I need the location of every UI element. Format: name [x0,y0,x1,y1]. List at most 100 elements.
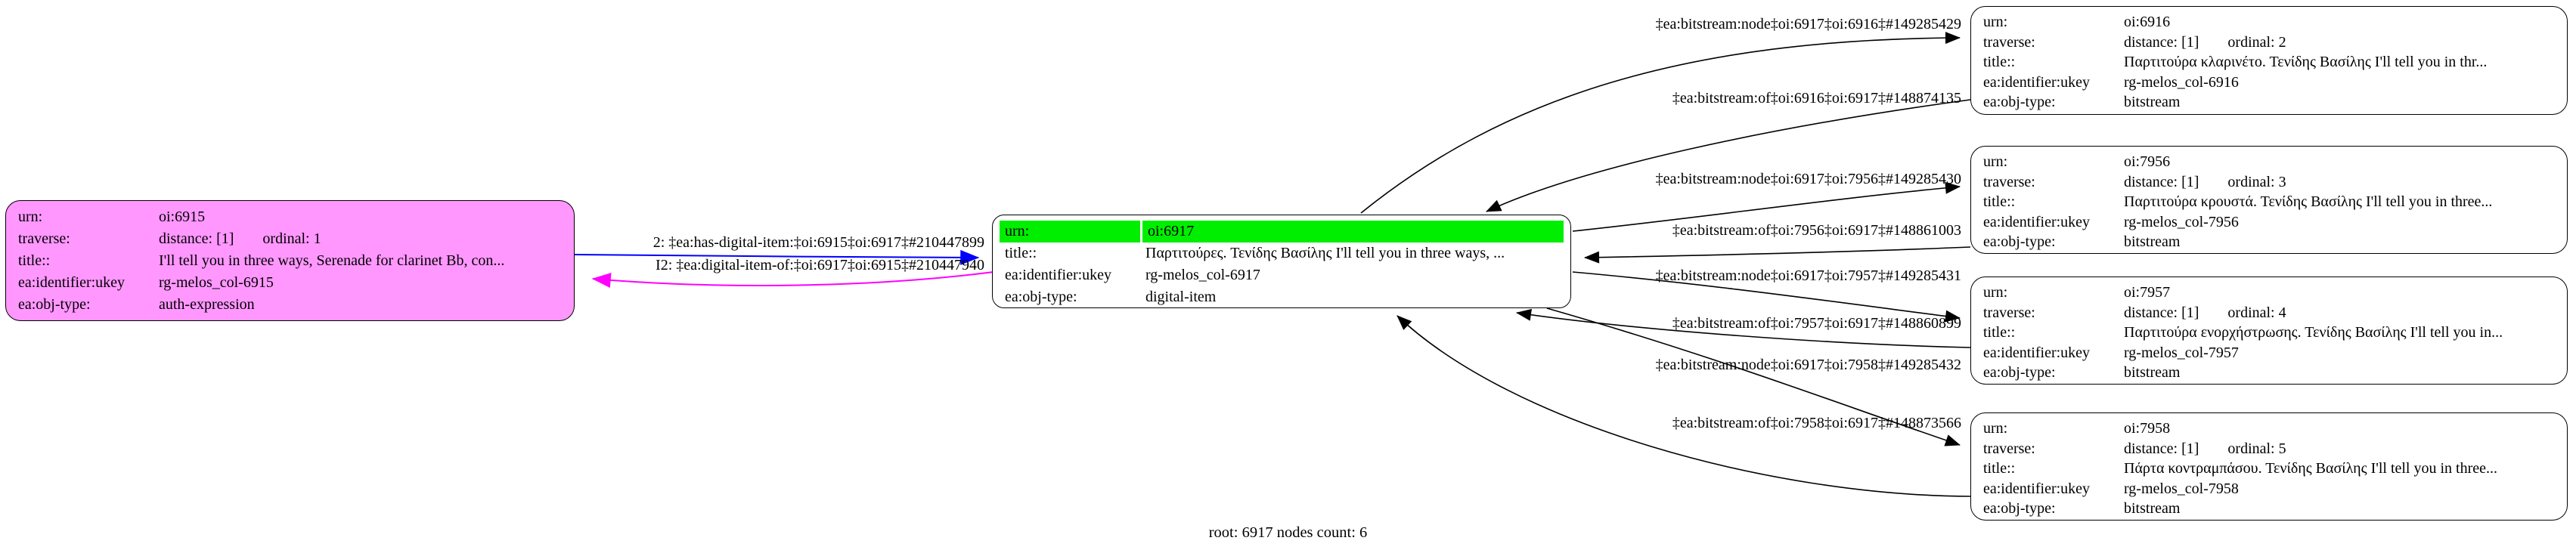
edge-bitstream-of-7956 [1584,246,1971,264]
edge-has-digital-item [574,249,980,265]
field-ukey-value: rg-melos_col-6915 [159,274,274,291]
field-title-label: title:: [1983,460,2016,477]
field-title: title::Παρτιτούρα κλαρινέτο. Τενίδης Βασ… [1971,52,2567,73]
field-title-label: title:: [1983,193,2016,210]
field-objtype-value: bitstream [2124,364,2181,381]
field-traverse: traverse:distance: [1]ordinal: 3 [1971,172,2567,193]
field-ukey: ea:identifier:ukey rg-melos_col-6915 [6,272,574,294]
field-urn-value: oi:6916 [2124,14,2171,30]
edge-label-bitstream-node-7957: ‡ea:bitstream:node‡oi:6917‡oi:7957‡#1492… [1655,267,1961,284]
field-ukey: ea:identifier:ukey rg-melos_col-7956 [1971,212,2567,233]
field-title-value: Πάρτα κοντραμπάσου. Τενίδης Βασίλης I'll… [2124,460,2498,477]
field-traverse-value: distance: [1]ordinal: 4 [2119,303,2560,323]
field-title-label: title:: [1983,324,2016,341]
field-objtype-value: bitstream [2124,500,2181,517]
field-objtype: ea:obj-type:digital-item [993,286,1570,308]
field-objtype-label: ea:obj-type: [1983,364,2056,381]
traverse-distance: distance: [1] [2124,173,2199,190]
edge-label-bitstream-of-7956: ‡ea:bitstream:of‡oi:7956‡oi:6917‡#148861… [1672,222,1961,239]
field-ukey-value: rg-melos_col-7956 [2124,213,2239,230]
field-objtype: ea:obj-type:bitstream [1971,232,2567,252]
edge-label-bitstream-of-7957: ‡ea:bitstream:of‡oi:7957‡oi:6917‡#148860… [1672,315,1961,332]
field-ukey-value: rg-melos_col-6916 [2124,73,2239,91]
field-traverse-value: distance: [1]ordinal: 2 [2119,32,2560,53]
field-title: title::Πάρτα κοντραμπάσου. Τενίδης Βασίλ… [1971,459,2567,479]
field-urn-value: oi:7958 [2124,420,2171,437]
field-traverse: traverse: distance: [1]ordinal: 2 [1971,32,2567,53]
field-urn-value: oi:7956 [2124,153,2171,170]
edge-bitstream-node-7956 [1572,181,1961,232]
field-ukey-label: ea:identifier:ukey [1983,480,2091,497]
field-traverse-label: traverse: [1983,304,2035,321]
field-title-value: I'll tell you in three ways, Serenade fo… [159,252,505,269]
edge-bitstream-of-7957 [1516,308,1971,348]
node-6915[interactable]: urn: oi:6915 traverse: distance: [1]ordina… [5,200,575,321]
field-ukey: ea:identifier:ukey rg-melos_col-7957 [1971,343,2567,363]
field-title-value: Παρτιτούρα ενορχήστρωσης. Τενίδης Βασίλη… [2124,324,2503,341]
field-title-value: Παρτιτούρες. Τενίδης Βασίλης I'll tell y… [1145,245,1505,261]
edge-label-bitstream-of-7958: ‡ea:bitstream:of‡oi:7958‡oi:6917‡#148873… [1672,415,1961,431]
traverse-ordinal: ordinal: 4 [2227,304,2286,321]
field-ukey-label: ea:identifier:ukey [18,274,126,291]
field-urn-label: urn: [1983,420,2008,437]
field-title-label: title:: [18,252,51,269]
field-objtype-label: ea:obj-type: [1983,233,2056,250]
edge-bitstream-node-6916 [1360,32,1961,214]
traverse-ordinal: ordinal: 5 [2227,440,2286,457]
field-traverse-label: traverse: [18,230,70,247]
traverse-ordinal: ordinal: 2 [2227,33,2286,51]
field-ukey-label: ea:identifier:ukey [1983,344,2091,361]
field-traverse-value: distance: [1] ordinal: 5 [2119,439,2560,459]
field-urn-label: urn: [1983,14,2008,30]
field-urn-label: urn: [18,209,43,225]
field-title-label: title:: [1005,245,1037,261]
node-6916[interactable]: urn: oi:6916 traverse: distance: [1]ordina… [1970,6,2568,115]
traverse-distance: distance: [1] [2124,440,2199,457]
field-objtype: ea:obj-type:auth-expression [6,294,574,316]
node-6917[interactable]: urn:oi:6917 title::Παρτιτούρες. Τενίδης … [992,215,1571,308]
field-ukey-value: rg-melos_col-7957 [2124,344,2239,361]
field-urn-label: urn: [1000,221,1140,243]
edge-label-digital-item-of: I2: ‡ea:digital-item-of:‡oi:6917‡oi:6915… [656,257,984,273]
field-traverse: traverse: distance: [1] ordinal: 5 [1971,439,2567,459]
field-traverse-value: distance: [1]ordinal: 3 [2119,172,2560,193]
field-objtype: ea:obj-type: bitstream [1971,499,2567,519]
field-traverse-label: traverse: [1983,440,2035,457]
field-urn: urn: oi:6916 [1971,12,2567,32]
edge-label-has-digital-item: 2: ‡ea:has-digital-item:‡oi:6915‡oi:6917… [653,234,984,251]
graph-caption: root: 6917 nodes count: 6 [1208,524,1368,541]
edge-bitstream-of-6916 [1486,99,1971,212]
field-ukey-label: ea:identifier:ukey [1005,267,1112,283]
field-title-value: Παρτιτούρα κλαρινέτο. Τενίδης Βασίλης I'… [2124,54,2488,70]
field-title: title::Παρτιτούρες. Τενίδης Βασίλης I'll… [993,243,1570,264]
field-ukey-label: ea:identifier:ukey [1983,73,2091,91]
field-urn: urn: oi:6915 [6,206,574,228]
edge-bitstream-of-7958 [1396,315,1971,497]
field-urn-value: oi:6915 [159,209,206,225]
field-urn-label: urn: [1983,153,2008,170]
field-title-label: title:: [1983,54,2016,70]
field-objtype-label: ea:obj-type: [1983,94,2056,110]
traverse-ordinal: ordinal: 1 [262,230,321,247]
field-urn: urn:oi:7957 [1971,283,2567,303]
node-7957[interactable]: urn:oi:7957 traverse: distance: [1]ordina… [1970,276,2568,385]
field-title: title::Παρτιτούρα ενορχήστρωσης. Τενίδης… [1971,323,2567,343]
edge-label-bitstream-node-7956: ‡ea:bitstream:node‡oi:6917‡oi:7956‡#1492… [1655,171,1961,187]
field-traverse-label: traverse: [1983,33,2035,51]
field-objtype: ea:obj-type: bitstream [1971,363,2567,383]
field-title-value: Παρτιτούρα κρουστά. Τενίδης Βασίλης I'll… [2124,193,2493,210]
field-traverse-value: distance: [1]ordinal: 1 [153,228,567,250]
field-urn-label: urn: [1983,284,2008,301]
node-7956[interactable]: urn: oi:7956 traverse:distance: [1]ordina… [1970,146,2568,254]
field-ukey-label: ea:identifier:ukey [1983,213,2091,230]
field-objtype-value: bitstream [2124,94,2181,110]
field-urn: urn:oi:6917 [993,221,1570,243]
field-objtype-value: digital-item [1145,289,1217,305]
field-objtype-label: ea:obj-type: [1983,500,2056,517]
edge-label-bitstream-node-7958: ‡ea:bitstream:node‡oi:6917‡oi:7958‡#1492… [1655,357,1961,373]
field-objtype-label: ea:obj-type: [18,296,91,313]
node-7958[interactable]: urn: oi:7958 traverse: distance: [1] ordina… [1970,412,2568,521]
